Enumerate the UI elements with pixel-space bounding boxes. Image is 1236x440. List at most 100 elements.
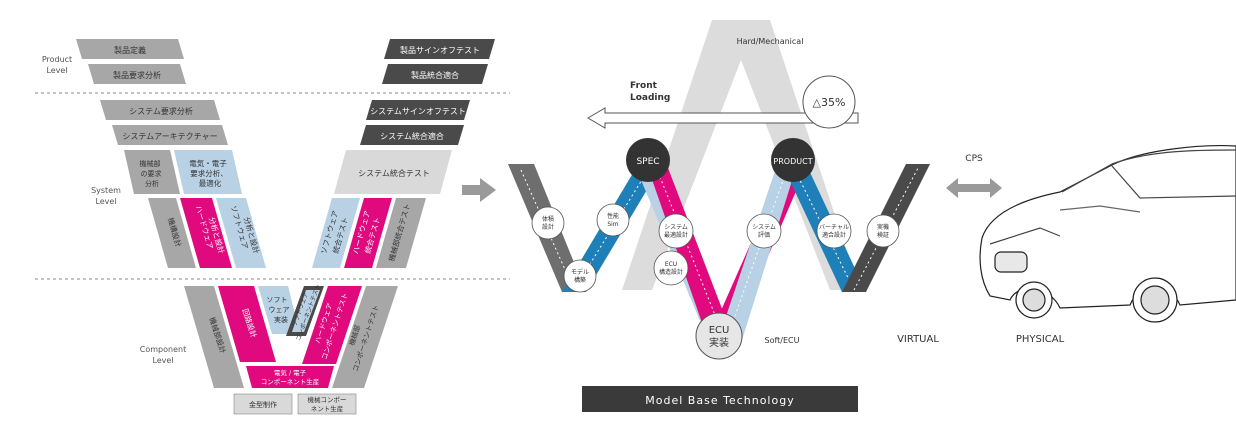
svg-text:検証: 検証: [877, 231, 889, 239]
spec-node: SPEC: [626, 138, 670, 182]
svg-text:システムアーキテクチャー: システムアーキテクチャー: [122, 132, 217, 141]
hw-design-bar: ハードウェア 分析と設計: [180, 198, 232, 268]
svg-text:体積: 体積: [542, 215, 554, 223]
svg-text:バーチャル: バーチャル: [819, 224, 849, 231]
node-model-build: モデル 構築: [563, 259, 597, 293]
svg-text:最適化: 最適化: [199, 178, 222, 188]
svg-text:システム統合適合: システム統合適合: [380, 131, 444, 141]
right-arrow-icon: [462, 178, 496, 202]
svg-text:コンポーネント生産: コンポーネント生産: [261, 377, 320, 386]
svg-text:ECU: ECU: [709, 325, 730, 336]
svg-text:最適設計: 最適設計: [664, 231, 688, 239]
system-level-label: System Level: [91, 186, 121, 206]
svg-text:SPEC: SPEC: [636, 157, 659, 167]
node-volume-design: 体積 設計: [531, 206, 565, 240]
svg-text:適合設計: 適合設計: [822, 231, 846, 239]
model-base-technology-banner: Model Base Technology: [582, 386, 858, 412]
virtual-label: VIRTUAL: [897, 334, 939, 345]
svg-text:Hard/Mechanical: Hard/Mechanical: [737, 37, 804, 46]
bidirectional-arrow-icon: [946, 178, 1002, 198]
svg-text:PRODUCT: PRODUCT: [773, 157, 812, 166]
circuit-design-bar: 回路設計: [218, 286, 276, 362]
svg-text:金型制作: 金型制作: [249, 400, 277, 409]
node-perf-sim: 性能 Sim: [596, 203, 630, 237]
svg-text:電気 / 電子: 電気 / 電子: [274, 368, 307, 377]
hw-integration-test-bar: ハードウェア 統合テスト: [344, 198, 392, 268]
product-requirements-box: 製品要求分析: [88, 64, 186, 84]
front-loading-arrow: Front Loading: [587, 81, 859, 129]
svg-text:Level: Level: [46, 66, 67, 75]
svg-text:△35%: △35%: [813, 96, 846, 109]
svg-text:Model Base Technology: Model Base Technology: [645, 394, 794, 407]
svg-text:Sim: Sim: [607, 221, 618, 228]
sw-integration-test-bar: ソフトウェア 統合テスト: [312, 198, 360, 268]
svg-text:ウェア: ウェア: [269, 306, 290, 314]
svg-text:製品サインオフテスト: 製品サインオフテスト: [400, 45, 480, 55]
mech-design-bar: 機構設計: [148, 198, 196, 268]
svg-text:システム要求分析: システム要求分析: [129, 106, 193, 116]
svg-text:構築: 構築: [574, 276, 586, 284]
product-signoff-box: 製品サインオフテスト: [384, 39, 495, 59]
node-system-optimal-design: システム 最適設計: [658, 213, 694, 249]
svg-text:ネント生産: ネント生産: [311, 404, 344, 413]
magenta-down-arm: [648, 168, 734, 340]
physical-label: PHYSICAL: [1016, 334, 1065, 345]
cps-label: CPS: [965, 154, 983, 164]
mech-detail-design-bar: 機械部設計: [184, 286, 244, 388]
svg-text:ソフト: ソフト: [267, 296, 288, 304]
svg-text:実装: 実装: [709, 336, 729, 349]
node-real-verification: 実機 検証: [866, 214, 900, 248]
svg-text:製品要求分析: 製品要求分析: [113, 70, 161, 80]
svg-text:の要求: の要求: [141, 169, 162, 178]
svg-text:システム統合テスト: システム統合テスト: [358, 168, 430, 178]
component-level-label: Component Level: [140, 345, 186, 365]
elec-component-production-box: 電気 / 電子 コンポーネント生産: [246, 366, 334, 388]
ecu-node: ECU 実装: [695, 312, 743, 360]
svg-text:電気・電子: 電気・電子: [189, 158, 227, 168]
elec-requirements-box: 電気・電子 要求分析、 最適化: [174, 150, 242, 194]
node-ecu-structure-design: ECU 構造設計: [653, 250, 689, 286]
product-node: PRODUCT: [771, 138, 815, 182]
svg-text:実機: 実機: [877, 223, 889, 231]
system-integration-test-box: システム統合テスト: [334, 150, 452, 194]
product-integration-box: 製品統合適合: [382, 64, 488, 84]
reduction-circle: △35%: [802, 75, 856, 129]
mold-production-box: 金型制作: [233, 393, 293, 415]
svg-text:分析: 分析: [145, 179, 159, 188]
system-requirements-box: システム要求分析: [100, 100, 220, 120]
svg-text:モデル: モデル: [571, 268, 589, 276]
svg-text:システム: システム: [752, 224, 776, 231]
svg-text:システム: システム: [664, 224, 688, 231]
svg-text:System: System: [91, 186, 121, 195]
svg-text:Component: Component: [140, 345, 186, 354]
system-signoff-box: システムサインオフテスト: [366, 100, 470, 120]
svg-text:実装: 実装: [274, 315, 288, 324]
svg-text:要求分析、: 要求分析、: [190, 168, 228, 178]
svg-text:Level: Level: [95, 197, 116, 206]
svg-text:Loading: Loading: [630, 93, 670, 103]
system-architecture-box: システムアーキテクチャー: [112, 125, 228, 145]
svg-text:製品定義: 製品定義: [114, 45, 146, 55]
svg-text:Level: Level: [152, 356, 173, 365]
svg-text:機械コンポー: 機械コンポー: [308, 395, 347, 404]
svg-text:機械部: 機械部: [140, 159, 161, 168]
node-system-evaluation: システム 評価: [746, 213, 782, 249]
soft-ecu-label: Soft/ECU: [765, 336, 800, 345]
product-level-label: Product Level: [42, 55, 72, 75]
svg-text:設計: 設計: [542, 223, 554, 231]
product-definition-box: 製品定義: [76, 39, 184, 59]
mech-requirements-box: 機械部 の要求 分析: [124, 150, 180, 194]
svg-text:製品統合適合: 製品統合適合: [411, 70, 459, 80]
sw-design-bar: ソフトウェア 分析と設計: [216, 198, 266, 268]
light-blue-up-arm: [718, 168, 796, 340]
car-illustration: [979, 145, 1236, 323]
svg-text:評価: 評価: [758, 231, 770, 239]
svg-text:Product: Product: [42, 55, 72, 64]
sw-implementation-box: ソフト ウェア 実装: [258, 286, 300, 334]
svg-text:構造設計: 構造設計: [659, 268, 683, 276]
svg-text:性能: 性能: [607, 212, 619, 220]
svg-text:Front: Front: [630, 81, 658, 91]
mech-component-production-box: 機械コンポー ネント生産: [297, 393, 357, 415]
node-virtual-fitting: バーチャル 適合設計: [816, 213, 852, 249]
